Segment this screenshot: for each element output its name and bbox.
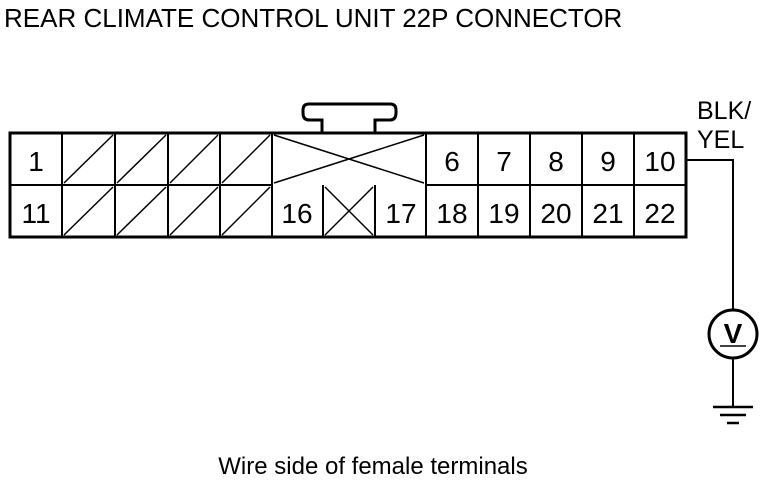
pin-17: 17: [385, 198, 416, 229]
pin-6: 6: [444, 146, 460, 177]
pin-20: 20: [540, 198, 571, 229]
pin-9: 9: [600, 146, 616, 177]
wire-color-label-line1: BLK/: [697, 97, 751, 125]
test-wire: [686, 159, 734, 310]
pin-16: 16: [281, 198, 312, 229]
voltmeter-label: V: [724, 318, 743, 349]
voltmeter-icon: V: [707, 308, 759, 360]
ground-icon: [713, 405, 753, 425]
pin-18: 18: [436, 198, 467, 229]
unused-cavity-marks: [63, 134, 425, 236]
pin-19: 19: [488, 198, 519, 229]
connector-latch: [301, 102, 398, 133]
cell-dividers: [61, 133, 635, 237]
pin-22: 22: [644, 198, 675, 229]
pin-1: 1: [28, 146, 44, 177]
diagram-caption: Wire side of female terminals: [218, 453, 527, 480]
top-row-pins: 1 6 7 8 9 10: [28, 146, 675, 177]
pin-10: 10: [644, 146, 675, 177]
pin-21: 21: [592, 198, 623, 229]
wire-color-label-line2: YEL: [697, 126, 744, 154]
pin-8: 8: [548, 146, 564, 177]
bottom-row-pins: 11 16 17 18 19 20 21 22: [21, 198, 675, 229]
diagram-title: REAR CLIMATE CONTROL UNIT 22P CONNECTOR: [4, 3, 622, 33]
pin-11: 11: [21, 198, 50, 229]
pin-7: 7: [496, 146, 512, 177]
